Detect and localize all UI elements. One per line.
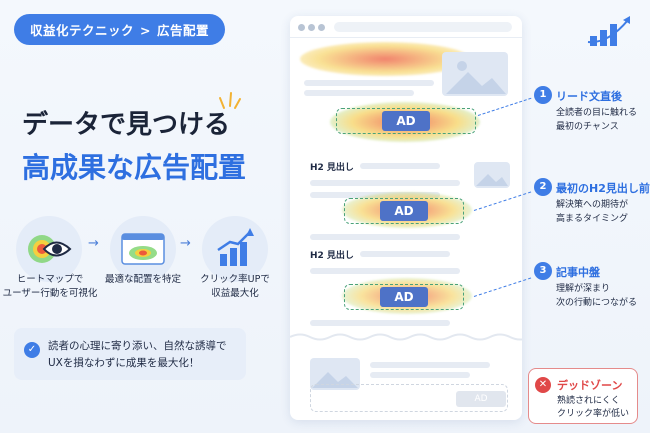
x-circle-icon: ✕ (535, 377, 551, 393)
window-dot (318, 24, 325, 31)
step-label-1: ヒートマップで ユーザー行動を可視化 (2, 274, 98, 299)
step-arrow-2: → (180, 236, 191, 251)
ad-label: AD (456, 391, 506, 407)
bar-chart-logo-icon (587, 16, 630, 46)
text-line (304, 90, 414, 96)
browser-topbar (290, 16, 522, 38)
ad-label: AD (382, 111, 430, 131)
window-dot (308, 24, 315, 31)
image-placeholder (474, 162, 510, 188)
note-line2: UXを損なわずに成果を最大化！ (48, 357, 200, 369)
breadcrumb-separator: > (140, 23, 151, 38)
headline-line1: データで見つける (22, 110, 231, 140)
annotation-number: 3 (534, 262, 552, 280)
sparkle-icon (219, 92, 241, 109)
ad-slot-1: AD (336, 108, 476, 134)
annotation-title: リード文直後 (556, 90, 622, 103)
annotation-desc: 解決策への期待が高まるタイミング (556, 200, 629, 224)
annotation-desc: 理解が深まり次の行動につながる (556, 284, 638, 308)
browser-heatmap-icon (110, 216, 176, 282)
breadcrumb-category: 収益化テクニック (30, 23, 135, 38)
text-line (310, 320, 450, 326)
browser-mockup: AD H2 見出し AD H2 見出し AD (290, 16, 522, 420)
deadzone-desc: 熟読されにくくクリック率が低い (557, 396, 630, 419)
ad-slot-2: AD (344, 198, 464, 224)
url-bar (334, 22, 512, 32)
note-line1: 読者の心理に寄り添い、自然な誘導で (48, 340, 227, 352)
h2-heading: H2 見出し (310, 163, 354, 173)
ad-slot-3: AD (344, 284, 464, 310)
summary-note: ✓ 読者の心理に寄り添い、自然な誘導で UXを損なわずに成果を最大化！ (14, 328, 246, 380)
text-line (304, 80, 434, 86)
annotation-title: 記事中盤 (556, 266, 600, 279)
text-line (310, 180, 460, 186)
headline-line2: 高成果な広告配置 (22, 151, 247, 184)
image-placeholder (442, 52, 508, 96)
annotation-number: 2 (534, 178, 552, 196)
text-line (310, 268, 460, 274)
ad-label: AD (380, 287, 428, 307)
window-dot (298, 24, 305, 31)
heatmap-eye-icon (16, 216, 82, 282)
annotation-number: 1 (534, 86, 552, 104)
annotation-title: 最初のH2見出し前 (556, 182, 650, 195)
h2-heading: H2 見出し (310, 251, 354, 261)
bar-chart-up-icon (202, 216, 268, 282)
breadcrumb: 収益化テクニック > 広告配置 (14, 14, 226, 45)
deadzone-ad-slot (310, 384, 508, 412)
annotation-desc: 全読者の目に触れる最初のチャンス (556, 108, 638, 132)
text-line (360, 251, 450, 257)
text-line (370, 372, 470, 378)
step-label-3: クリック率UPで 収益最大化 (200, 274, 270, 299)
step-label-2: 最適な配置を特定 (104, 274, 181, 285)
deadzone-callout: ✕ デッドゾーン 熟読されにくくクリック率が低い (528, 368, 638, 424)
ad-label: AD (380, 201, 428, 221)
step-arrow-1: → (88, 236, 99, 251)
check-circle-icon: ✓ (24, 342, 40, 358)
torn-edge (290, 333, 522, 341)
deadzone-title: デッドゾーン (557, 379, 623, 392)
text-line (370, 362, 490, 368)
text-line (310, 234, 460, 240)
breadcrumb-current: 広告配置 (157, 23, 210, 38)
heat-zone (300, 42, 470, 76)
text-line (360, 163, 440, 169)
